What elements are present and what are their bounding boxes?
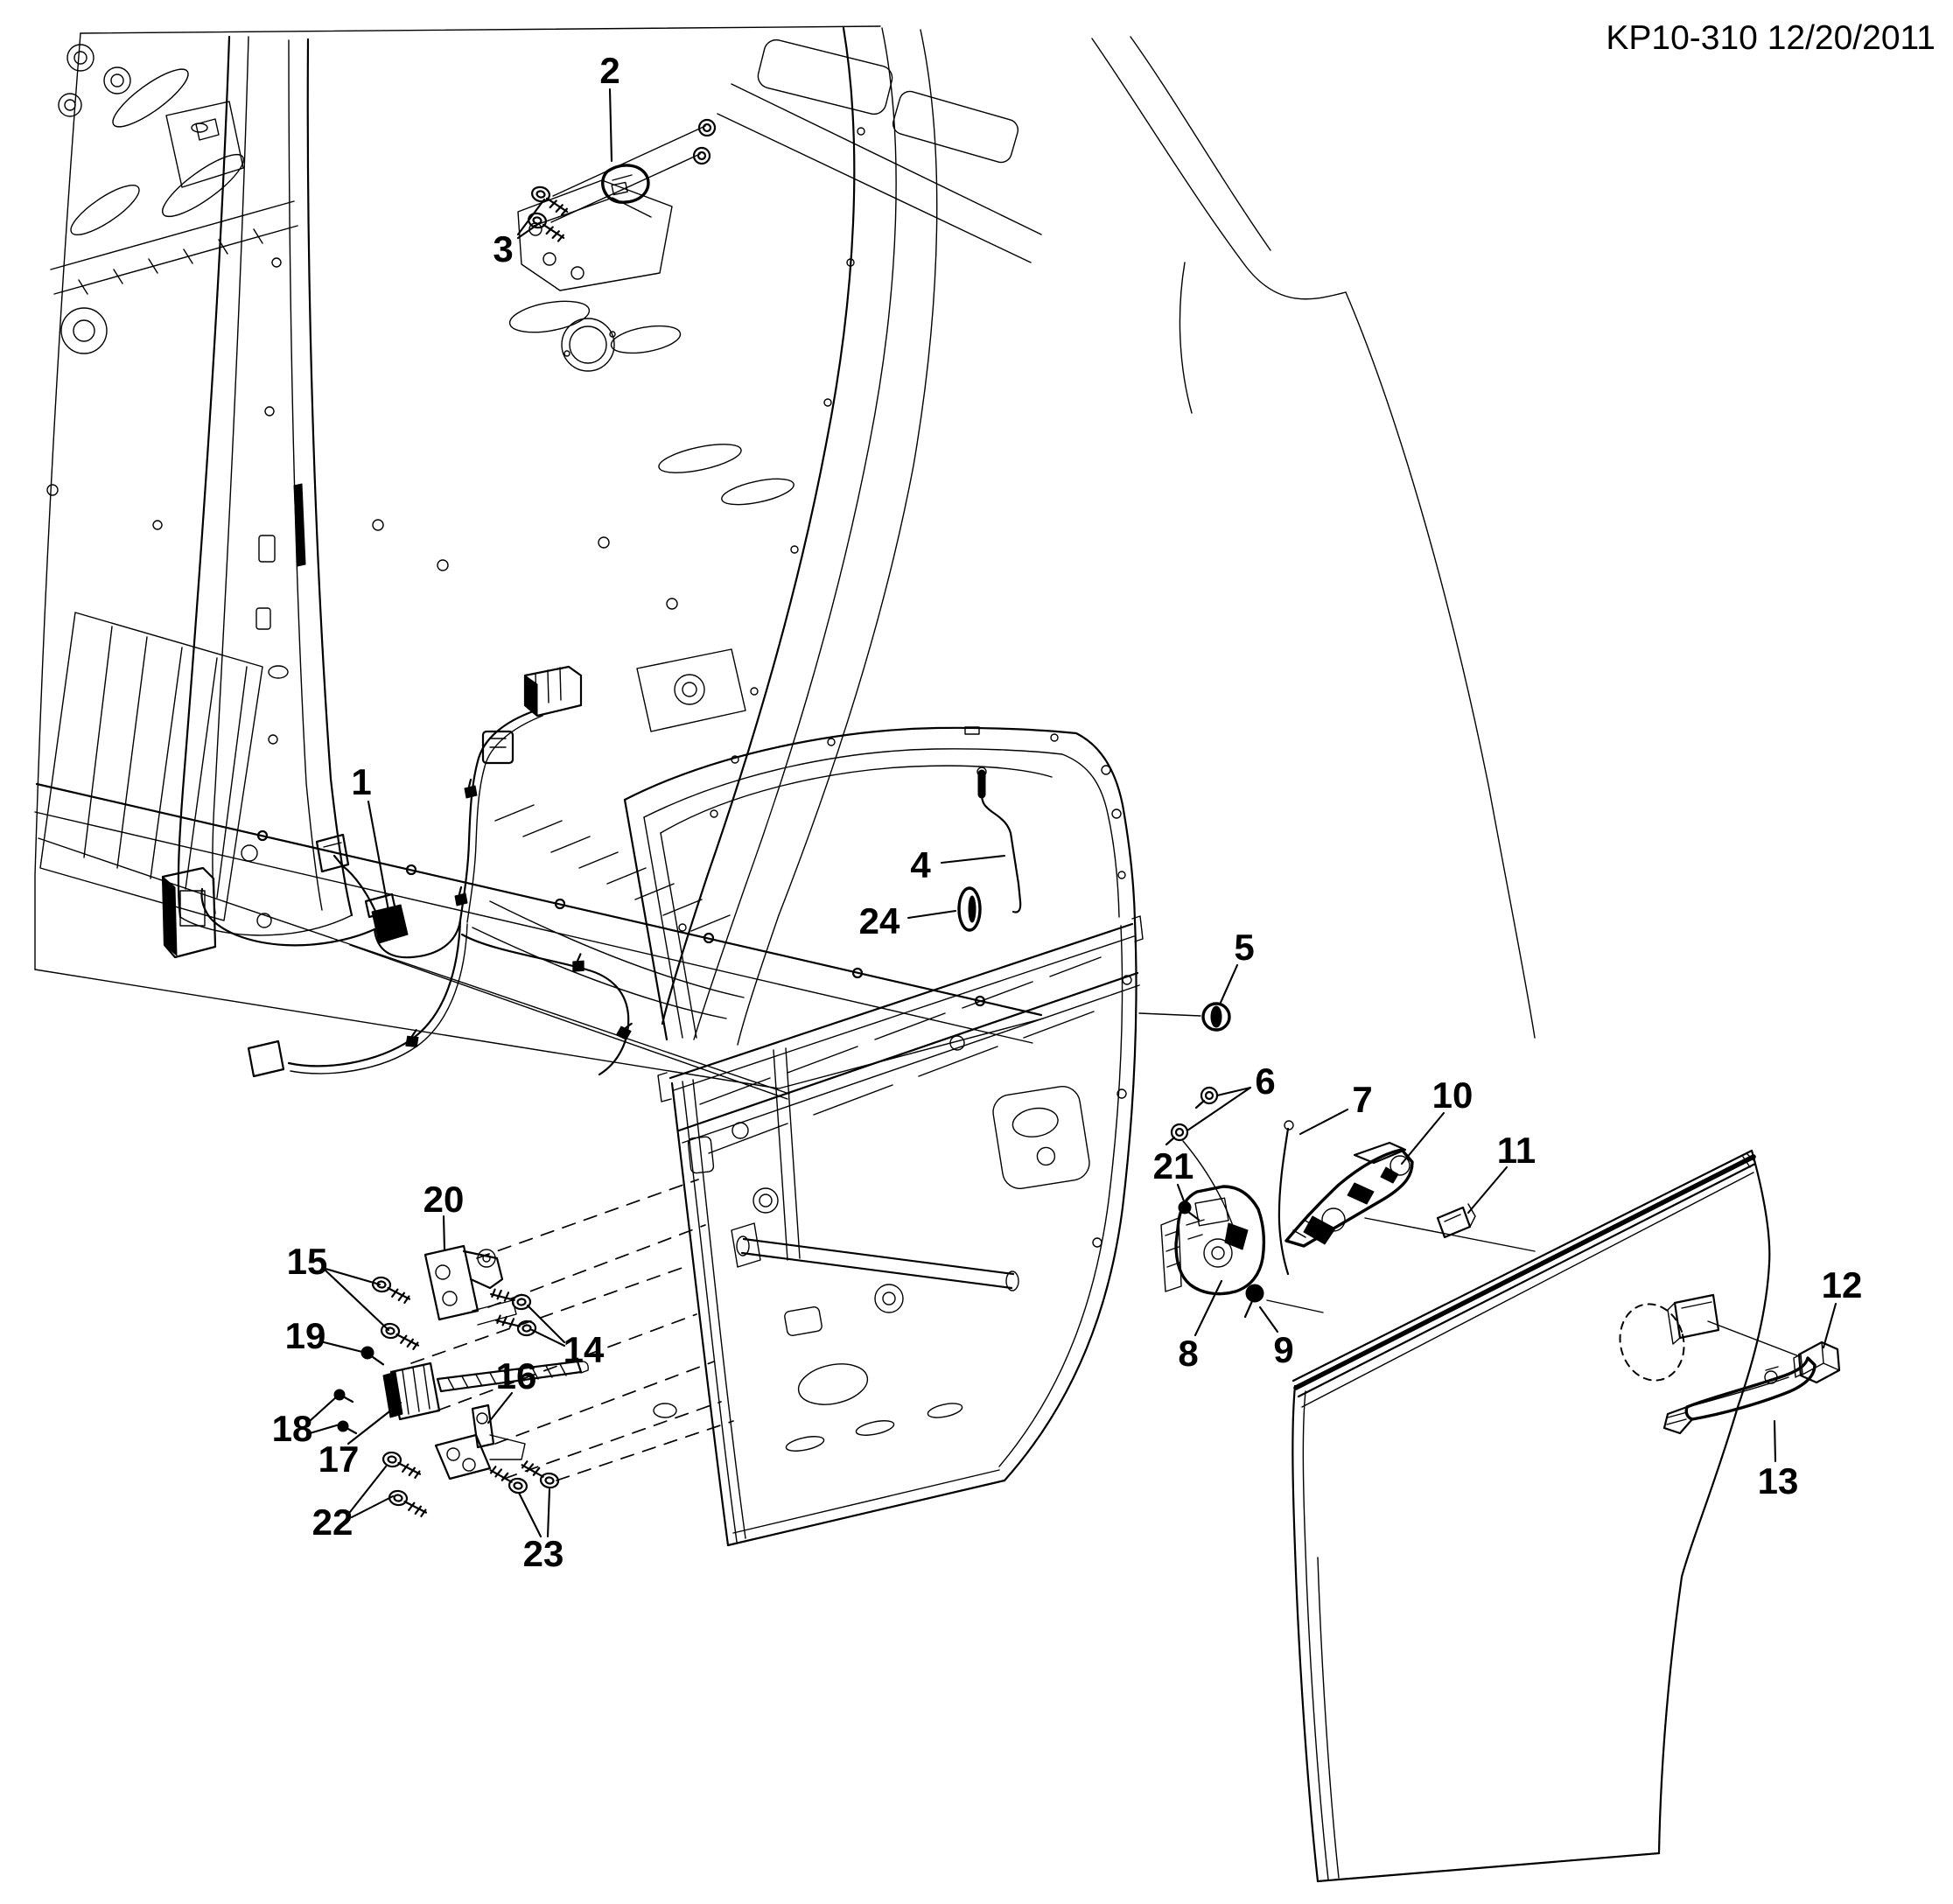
callout-19-leader <box>322 1340 368 1354</box>
striker-assembly <box>517 118 717 291</box>
callout-8: 8 <box>1178 1333 1198 1374</box>
callout-9-leader <box>1258 1306 1279 1334</box>
hinge-screw-icon <box>486 1465 530 1495</box>
callout-22-leader <box>348 1465 388 1514</box>
callout-2: 2 <box>599 50 620 91</box>
callout-10-leader <box>1400 1111 1446 1166</box>
body-structure-art <box>34 25 1536 1100</box>
callout-23-leader <box>546 1488 551 1538</box>
grommet-icon <box>957 886 982 932</box>
quarter-panel-curves <box>1091 36 1536 1039</box>
callout-20: 20 <box>424 1179 465 1220</box>
hinge-screw-icon <box>494 1312 537 1340</box>
callout-24: 24 <box>859 900 900 942</box>
callout-23-leader <box>517 1491 542 1538</box>
callout-12: 12 <box>1822 1264 1863 1306</box>
callout-12-leader <box>1822 1302 1838 1349</box>
hinge-screw-icon <box>369 1275 413 1305</box>
harness-clip-icon <box>463 778 479 800</box>
hinge-screw-icon <box>380 1450 424 1480</box>
callout-17-leader <box>346 1401 402 1446</box>
callout-10: 10 <box>1432 1074 1474 1116</box>
handle-bracket <box>1284 1141 1536 1252</box>
front-floor-details <box>39 44 298 921</box>
inner-door-art <box>623 726 1144 1547</box>
callout-13: 13 <box>1758 1460 1799 1502</box>
callout-3-leader <box>516 220 542 240</box>
callout-1: 1 <box>351 761 371 802</box>
check-stud-icon <box>336 1419 358 1435</box>
wiring-harness-art <box>161 665 638 1078</box>
callout-6-leader <box>1186 1086 1252 1132</box>
document-code: KP10-310 12/20/2011 <box>1606 19 1936 57</box>
rear-floor-details <box>372 38 1042 932</box>
callout-15-leader <box>324 1267 382 1286</box>
callout-3-leader <box>516 198 546 236</box>
callout-8-leader <box>1194 1279 1223 1337</box>
outside-handle <box>1662 1356 1816 1435</box>
callout-2-leader <box>608 88 613 163</box>
latch-screw-icon <box>1243 1284 1264 1319</box>
lock-pillar <box>472 26 938 1046</box>
callout-15: 15 <box>287 1241 328 1282</box>
bracket-clip <box>1436 1203 1476 1239</box>
latch-handle-art <box>1138 1002 1536 1319</box>
callout-18-leader <box>308 1395 339 1423</box>
hole-plug <box>1138 1002 1231 1032</box>
harness-clip-icon <box>613 1018 638 1043</box>
handle-cutout <box>1619 1293 1800 1382</box>
callout-7: 7 <box>1352 1079 1372 1120</box>
callout-4-leader <box>940 854 1006 864</box>
callout-21: 21 <box>1153 1145 1194 1186</box>
lower-hinge <box>434 1404 526 1480</box>
callout-11: 11 <box>1497 1130 1536 1171</box>
callout-5-leader <box>1218 963 1239 1006</box>
callout-7-leader <box>1298 1108 1349 1136</box>
hinge-hardware-art <box>332 1179 734 1518</box>
door-inner-shell <box>653 919 1138 1547</box>
callout-3: 3 <box>493 228 513 270</box>
belt-reinforcement-bars <box>657 915 1144 1154</box>
callout-18: 18 <box>272 1408 313 1449</box>
callout-16: 16 <box>496 1355 537 1396</box>
callout-1-leader <box>367 800 391 917</box>
check-bolt-icon <box>360 1346 385 1366</box>
callout-23: 23 <box>523 1533 564 1574</box>
door-latch <box>1160 1185 1324 1313</box>
callout-11-leader <box>1466 1166 1508 1214</box>
callout-24-leader <box>906 909 957 920</box>
callout-4: 4 <box>910 844 931 886</box>
outer-door-art <box>1292 1149 1841 1883</box>
callout-21-leader <box>1176 1183 1187 1208</box>
callout-17: 17 <box>318 1438 360 1480</box>
callout-13-leader <box>1773 1419 1777 1463</box>
handle-end-cap <box>1793 1340 1841 1384</box>
callout-14-leader <box>530 1328 566 1348</box>
callout-16-leader <box>486 1391 514 1424</box>
harness-clip-icon <box>570 952 588 975</box>
release-rod <box>1278 1120 1294 1276</box>
rocker-sill <box>34 782 1043 1100</box>
hinge-screw-icon <box>386 1488 430 1518</box>
callout-5: 5 <box>1234 927 1254 968</box>
window-frame <box>623 726 1137 1041</box>
lock-rod-art <box>957 766 1022 932</box>
upper-hinge <box>424 1244 517 1326</box>
callout-19: 19 <box>285 1315 326 1356</box>
callout-6: 6 <box>1255 1060 1275 1102</box>
b-pillar <box>177 35 354 936</box>
callout-14-leader <box>526 1304 566 1344</box>
hinge-screw-icon <box>489 1285 532 1313</box>
callout-15-leader <box>324 1269 390 1332</box>
callout-18-leader <box>308 1423 341 1435</box>
callout-22-leader <box>350 1494 395 1519</box>
door-check-assembly <box>382 1360 589 1421</box>
callout-9: 9 <box>1273 1329 1293 1370</box>
hinge-screw-icon <box>518 1460 562 1490</box>
callout-14: 14 <box>564 1329 605 1370</box>
callout-6-leader <box>1215 1086 1252 1097</box>
callout-22: 22 <box>312 1502 354 1543</box>
